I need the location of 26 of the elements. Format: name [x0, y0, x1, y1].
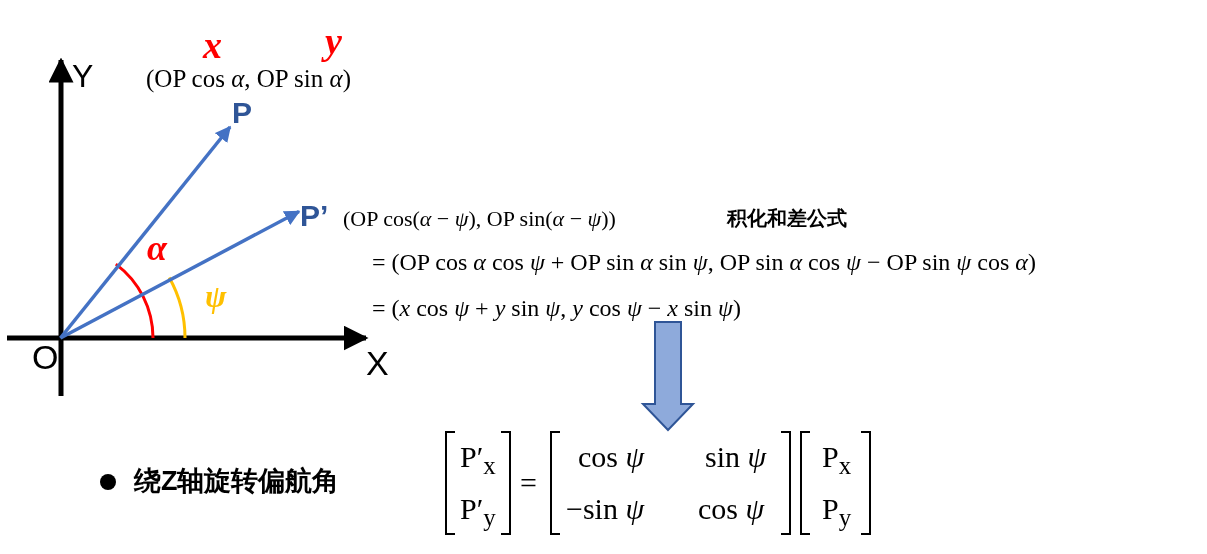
angle-label: α [147, 230, 167, 266]
origin-label: O [32, 340, 59, 374]
formula-note: 积化和差公式 [727, 208, 847, 228]
formula-line: = (OP cos α cos ψ + OP sin α sin ψ, OP sin α cos ψ − OP sin ψ cos α) [372, 250, 1036, 274]
matrix-entry: cos ψ [578, 442, 645, 472]
heading-text: 绕Z轴旋转偏航角 [134, 468, 340, 495]
axis-label: Y [72, 60, 94, 92]
angle-label: ψ [205, 280, 227, 312]
matrix-entry: P$_{y}$ [822, 494, 852, 530]
vector-arrow [59, 125, 232, 340]
matrix-entry: −sin ψ [566, 494, 645, 524]
coordinate-formula: (OP cos(α − ψ), OP sin(α − ψ)) [343, 208, 616, 230]
block-arrow [640, 321, 696, 432]
matrix-entry: = [520, 468, 537, 498]
matrix-entry: P′$_{x}$ [460, 442, 496, 478]
point-label: P [232, 98, 252, 128]
matrix-entry: sin ψ [705, 442, 767, 472]
matrix-entry: cos ψ [698, 494, 765, 524]
matrix-entry: P′$_{y}$ [460, 494, 496, 530]
axis-label: X [366, 346, 389, 380]
formula-line: = (x cos ψ + y sin ψ, y cos ψ − x sin ψ) [372, 296, 741, 320]
variable-label: x [203, 26, 222, 64]
matrix-entry: P$_{x}$ [822, 442, 852, 478]
point-label: P’ [300, 201, 329, 231]
vector-arrow [59, 209, 301, 340]
coordinate-formula: (OP cos α, OP sin α) [146, 66, 351, 91]
